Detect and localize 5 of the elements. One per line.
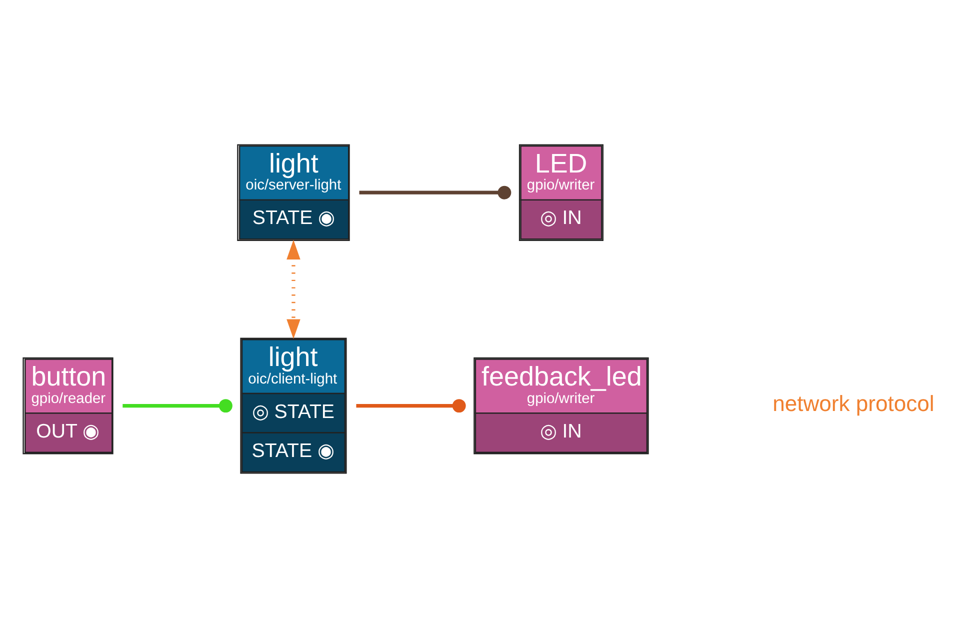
connector: [356, 399, 466, 413]
arrow: [286, 240, 300, 339]
connector: [122, 399, 232, 413]
label: network protocol: [772, 391, 934, 416]
connector: [359, 186, 512, 200]
